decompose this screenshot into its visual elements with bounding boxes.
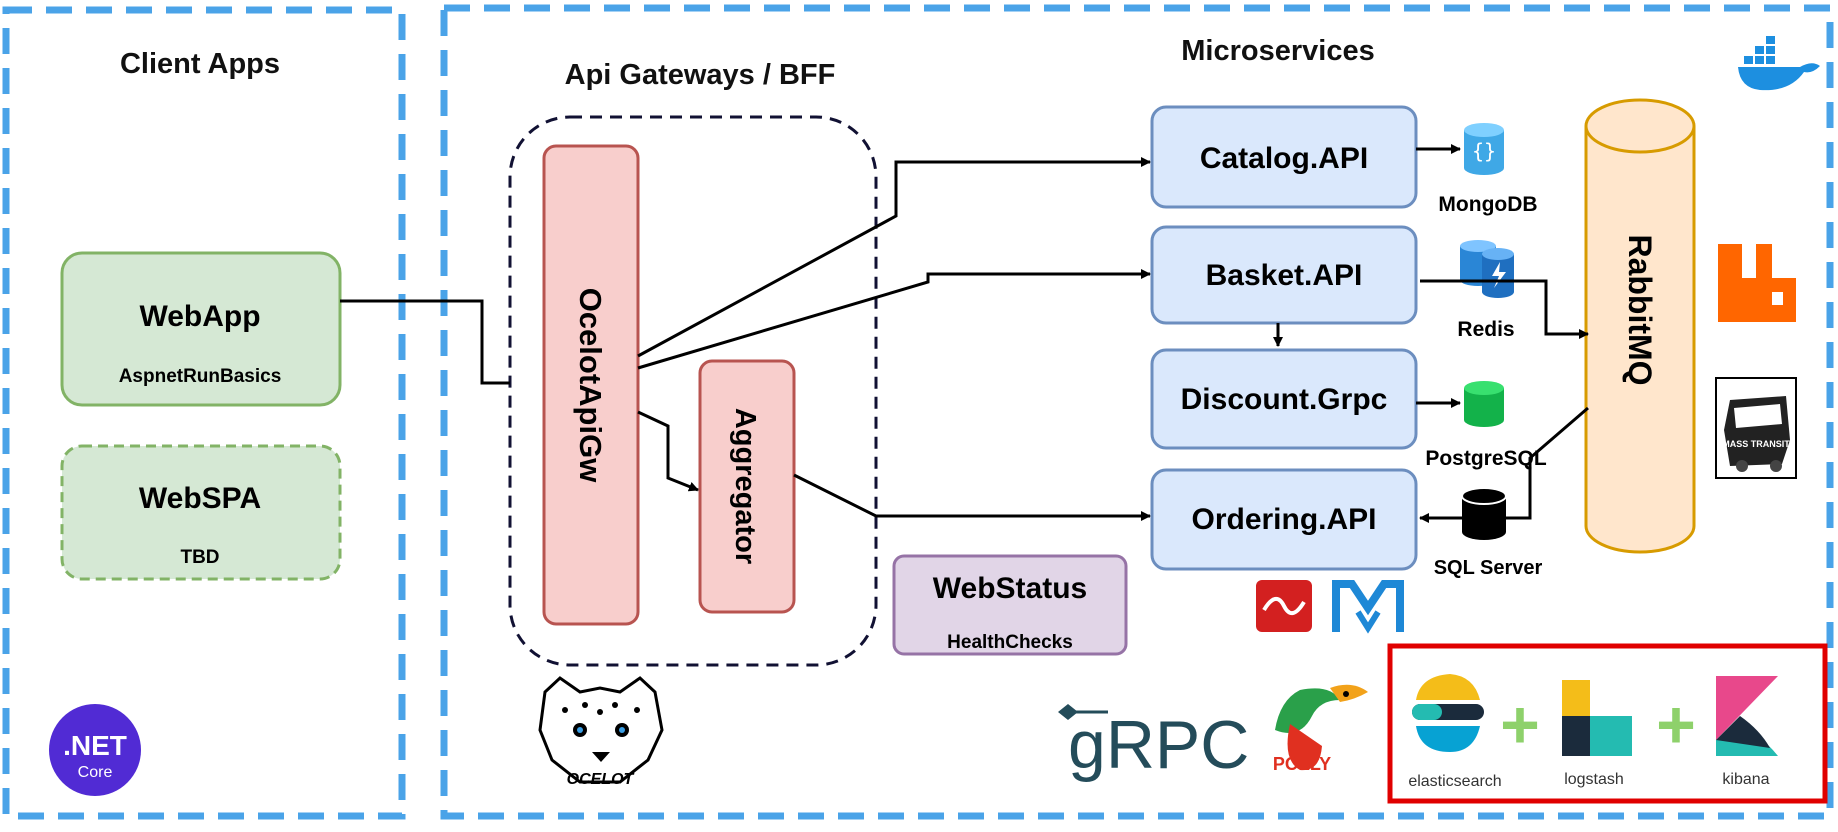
webspa-title: WebSPA xyxy=(139,482,261,515)
sqlserver-icon xyxy=(1461,487,1507,540)
webapp-box: WebApp AspnetRunBasics xyxy=(60,251,342,407)
dotnet-logo-main: .NET xyxy=(63,730,127,761)
aggregator-box: Aggregator xyxy=(698,359,796,614)
circuit-breaker-icon xyxy=(1256,580,1312,632)
elasticsearch-label: elasticsearch xyxy=(1408,773,1501,790)
catalog-api-box: Catalog.API xyxy=(1150,105,1418,209)
ordering-api-label: Ordering.API xyxy=(1191,503,1376,536)
webapp-title: WebApp xyxy=(139,300,260,333)
ocelot-to-aggregator xyxy=(637,410,699,492)
docker-icon xyxy=(1738,36,1820,91)
basket-api-box: Basket.API xyxy=(1150,225,1418,325)
rabbitmq-to-ordering xyxy=(1419,406,1589,523)
client-apps-frame xyxy=(2,6,406,820)
elasticsearch-icon xyxy=(1412,674,1484,752)
basket-api-label: Basket.API xyxy=(1206,259,1363,292)
basket-to-rabbitmq xyxy=(1420,279,1589,339)
backend-frame xyxy=(440,4,1834,820)
polly-logo: POLLY xyxy=(1273,684,1368,774)
dotnet-logo-sub: Core xyxy=(78,764,113,781)
connectors xyxy=(340,144,1589,523)
discount-grpc-label: Discount.Grpc xyxy=(1181,383,1388,416)
microservices-title: Microservices xyxy=(1181,35,1374,67)
elk-plus-1: + xyxy=(1500,687,1540,763)
webapp-to-gateway xyxy=(340,299,510,385)
redis-icon xyxy=(1460,240,1514,298)
dotnet-core-logo: .NET Core xyxy=(49,704,141,796)
webapp-subtitle: AspnetRunBasics xyxy=(119,366,282,387)
aggregator-label: Aggregator xyxy=(729,408,761,564)
mediatr-icon xyxy=(1332,580,1404,634)
logstash-icon xyxy=(1562,680,1632,756)
grpc-logo-text: gRPC xyxy=(1068,707,1249,783)
ocelot-to-basket xyxy=(637,269,1151,370)
masstransit-logo: MASS TRANSIT xyxy=(1715,377,1797,479)
catalog-api-label: Catalog.API xyxy=(1200,142,1368,175)
masstransit-logo-text: MASS TRANSIT xyxy=(1722,439,1790,449)
aggregator-to-ordering xyxy=(793,473,1151,521)
ocelot-to-catalog xyxy=(637,157,1151,358)
ocelot-logo-text: OCELOT xyxy=(567,771,635,788)
mongodb-label: MongoDB xyxy=(1438,193,1537,216)
svg-text:{}: {} xyxy=(1472,139,1496,163)
mongodb-icon: {} xyxy=(1464,123,1504,175)
rabbitmq-cylinder: RabbitMQ xyxy=(1584,98,1696,554)
grpc-logo: gRPC xyxy=(1058,704,1249,783)
polly-logo-text: POLLY xyxy=(1273,754,1331,774)
gateway-group xyxy=(508,115,878,667)
ocelot-apigw-label: OcelotApiGw xyxy=(573,288,608,484)
logstash-label: logstash xyxy=(1564,771,1624,788)
ocelot-apigw-box: OcelotApiGw xyxy=(542,144,640,626)
webstatus-subtitle: HealthChecks xyxy=(947,632,1073,653)
ordering-api-box: Ordering.API xyxy=(1150,468,1418,571)
postgres-icon xyxy=(1464,381,1504,427)
kibana-label: kibana xyxy=(1722,771,1769,788)
rabbitmq-label: RabbitMQ xyxy=(1622,234,1658,385)
sqlserver-label: SQL Server xyxy=(1434,557,1543,579)
webspa-subtitle: TBD xyxy=(180,547,219,568)
webstatus-title: WebStatus xyxy=(933,572,1087,605)
postgres-label: PostgreSQL xyxy=(1425,447,1547,470)
webspa-box: WebSPA TBD xyxy=(60,444,342,581)
gateway-section-title: Api Gateways / BFF xyxy=(565,59,836,91)
ocelot-logo: OCELOT xyxy=(538,676,664,788)
rabbitmq-logo-icon xyxy=(1718,244,1796,322)
client-apps-title: Client Apps xyxy=(120,48,280,80)
webstatus-box: WebStatus HealthChecks xyxy=(892,554,1128,656)
discount-grpc-box: Discount.Grpc xyxy=(1150,348,1418,450)
kibana-icon xyxy=(1716,676,1778,756)
elk-stack-box xyxy=(1387,643,1828,804)
elk-plus-2: + xyxy=(1656,687,1696,763)
redis-label: Redis xyxy=(1457,318,1514,341)
